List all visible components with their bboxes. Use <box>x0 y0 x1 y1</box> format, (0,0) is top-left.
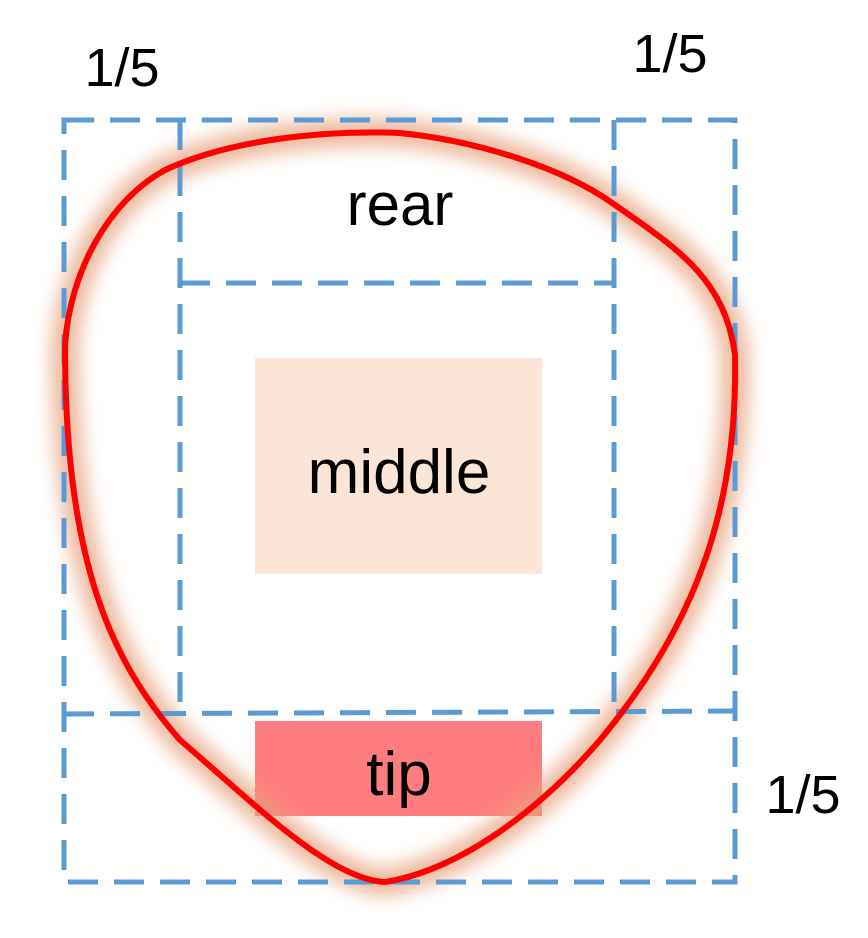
tip-label: tip <box>366 740 431 809</box>
middle-label: middle <box>308 438 491 507</box>
tip-region <box>255 721 542 816</box>
fraction-label-top-right: 1/5 <box>632 24 707 84</box>
rear-label: rear <box>347 171 454 238</box>
fraction-label-right: 1/5 <box>765 765 840 825</box>
middle-region <box>255 358 542 574</box>
tip-band-line <box>63 708 736 717</box>
contour-outline <box>62 129 739 885</box>
fraction-label-top-left: 1/5 <box>84 38 159 98</box>
